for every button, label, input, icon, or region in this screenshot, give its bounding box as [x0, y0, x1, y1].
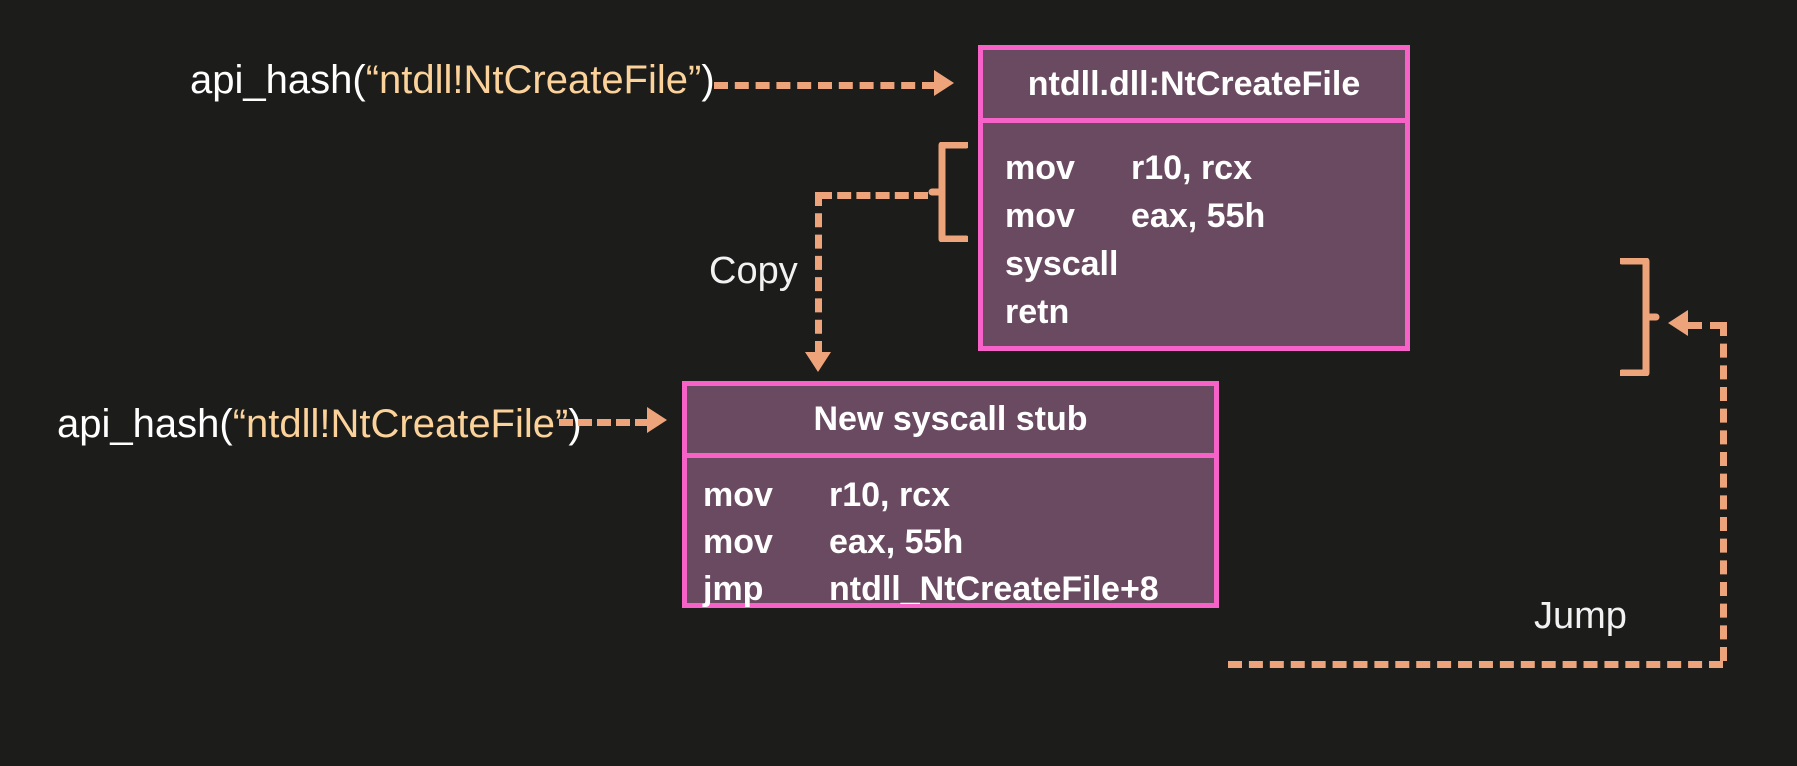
code-line: mov r10, rcx — [703, 478, 1214, 512]
api-hash-prefix-bottom: api_hash( — [57, 402, 233, 446]
jump-line-vertical — [1720, 322, 1727, 661]
arrow-head-api-to-stub — [647, 407, 667, 433]
code-operands: r10, rcx — [829, 476, 950, 514]
code-operands: eax, 55h — [1131, 197, 1266, 235]
box-new-syscall-stub[interactable]: New syscall stub mov r10, rcx mov eax, 55h… — [682, 381, 1219, 608]
code-mnemonic: mov — [703, 476, 773, 514]
code-line: mov eax, 55h — [1005, 199, 1405, 233]
copy-line-vertical — [815, 192, 822, 355]
box-ntdll-title: ntdll.dll:NtCreateFile — [983, 50, 1405, 123]
code-mnemonic: mov — [1005, 197, 1075, 235]
code-operands: ntdll_NtCreateFile+8 — [829, 570, 1159, 608]
jump-label: Jump — [1534, 595, 1627, 637]
code-line: jmp ntdll_NtCreateFile+8 — [703, 572, 1214, 606]
jump-line-horizontal-bottom — [1228, 661, 1723, 668]
api-hash-label-top: api_hash(“ntdll!NtCreateFile”) — [190, 60, 715, 100]
code-line: retn — [1005, 295, 1405, 329]
box-stub-code: mov r10, rcx mov eax, 55h jmp ntdll_NtCreat… — [687, 458, 1214, 606]
arrow-line-api-to-stub — [559, 419, 649, 426]
code-mnemonic: retn — [1005, 293, 1070, 331]
api-hash-suffix-top: ) — [701, 58, 715, 102]
code-mnemonic: mov — [703, 523, 773, 561]
api-hash-string-bottom: “ntdll!NtCreateFile” — [232, 402, 569, 446]
api-hash-label-bottom: api_hash(“ntdll!NtCreateFile”) — [57, 404, 582, 444]
copy-label: Copy — [709, 250, 798, 292]
code-line: syscall — [1005, 247, 1405, 281]
code-operands: eax, 55h — [829, 523, 964, 561]
code-operands: r10, rcx — [1131, 149, 1252, 187]
code-mnemonic: jmp — [703, 570, 764, 608]
api-hash-prefix-top: api_hash( — [190, 58, 366, 102]
code-line: mov eax, 55h — [703, 525, 1214, 559]
code-mnemonic: mov — [1005, 149, 1075, 187]
copy-line-horizontal — [818, 192, 928, 199]
brace-right-jump-target — [1620, 258, 1660, 376]
arrow-head-api-to-ntdll — [934, 70, 954, 96]
jump-arrow-head — [1668, 310, 1688, 336]
code-mnemonic: syscall — [1005, 245, 1119, 283]
code-line: mov r10, rcx — [1005, 151, 1405, 185]
box-ntdll-ntcreatefile[interactable]: ntdll.dll:NtCreateFile mov r10, rcx mov ea… — [978, 45, 1410, 351]
box-stub-title: New syscall stub — [687, 386, 1214, 458]
box-ntdll-code: mov r10, rcx mov eax, 55h syscall retn — [983, 123, 1405, 329]
brace-left-copy-source — [928, 142, 968, 242]
copy-arrow-head — [805, 352, 831, 372]
arrow-line-api-to-ntdll — [714, 82, 936, 89]
jump-line-horizontal-top — [1688, 322, 1724, 329]
api-hash-string-top: “ntdll!NtCreateFile” — [365, 58, 702, 102]
